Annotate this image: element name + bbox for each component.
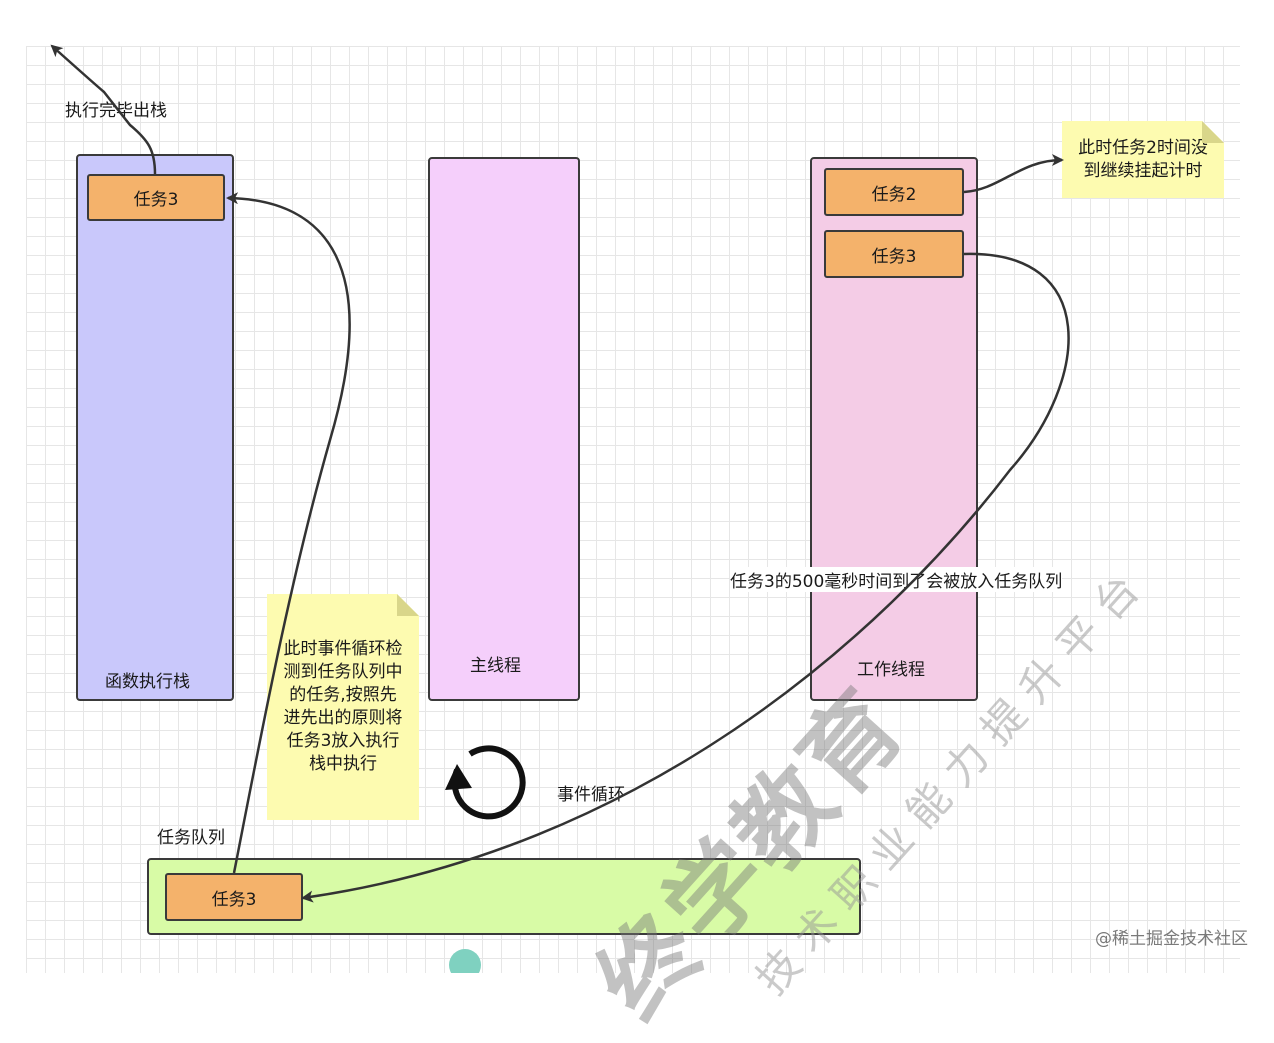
- credit-text: @稀土掘金技术社区: [1095, 929, 1248, 949]
- main-thread-panel[interactable]: [428, 157, 580, 701]
- worker-to-note-arrow: [963, 154, 1064, 194]
- stack-task-label: 任务3: [133, 190, 179, 210]
- worker-task-3-label: 任务3: [871, 246, 917, 267]
- worker-thread-label: 工作线程: [857, 660, 925, 680]
- worker-task-3[interactable]: 任务3: [824, 230, 964, 278]
- suspend-note-text: 此时任务2时间没到继续挂起计时: [1078, 137, 1208, 181]
- event-loop-note-text: 此时事件循环检测到任务队列中的任务,按照先进先出的原则将任务3放入执行栈中执行: [283, 639, 403, 774]
- stack-task-3[interactable]: 任务3: [87, 174, 225, 221]
- call-stack-label: 函数执行栈: [105, 672, 190, 692]
- main-thread-label: 主线程: [470, 656, 521, 676]
- worker-task-2-label: 任务2: [871, 184, 917, 205]
- suspend-note[interactable]: 此时任务2时间没到继续挂起计时: [1062, 121, 1224, 198]
- task-queue-label: 任务队列: [157, 828, 225, 848]
- decor-dot-icon: [449, 949, 481, 973]
- connector-layer: [50, 44, 1070, 973]
- event-loop-refresh-icon: [445, 745, 526, 820]
- worker-task-2[interactable]: 任务2: [824, 168, 964, 216]
- pop-out-label: 执行完毕出栈: [65, 101, 167, 121]
- event-loop-note[interactable]: 此时事件循环检测到任务队列中的任务,按照先进先出的原则将任务3放入执行栈中执行: [267, 594, 419, 820]
- call-stack-panel[interactable]: [76, 154, 234, 701]
- pop-out-arrow: [50, 44, 157, 175]
- task-queue-panel[interactable]: [147, 858, 861, 935]
- queue-task-label: 任务3: [211, 889, 257, 910]
- event-loop-label: 事件循环: [557, 785, 625, 805]
- worker-to-queue-arrow: [301, 252, 1070, 903]
- timer-to-queue-label: 任务3的500毫秒时间到了会被放入任务队列: [730, 567, 1063, 592]
- queue-task-3[interactable]: 任务3: [165, 873, 303, 921]
- queue-to-stack-arrow: [226, 192, 351, 874]
